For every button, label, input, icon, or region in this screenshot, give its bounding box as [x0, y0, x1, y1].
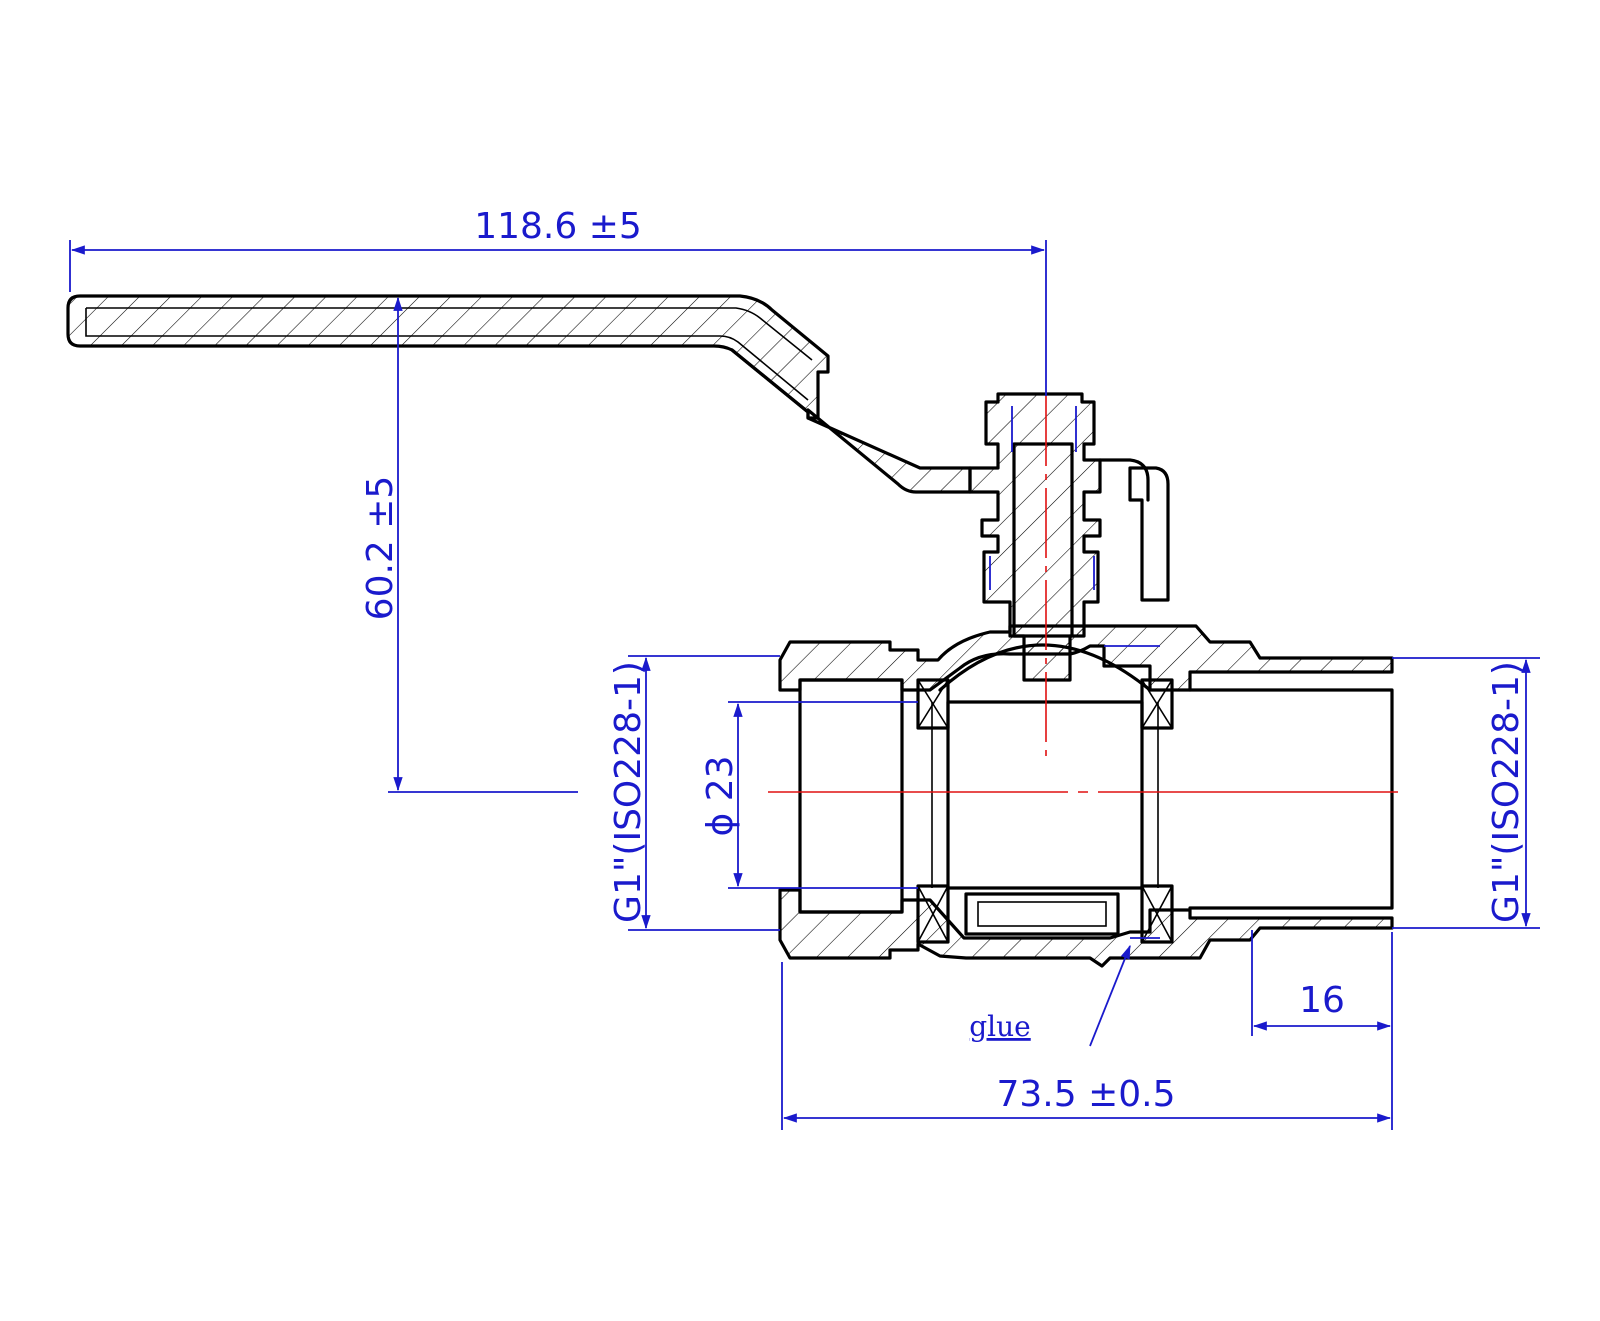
centerlines: [768, 396, 1400, 793]
dim-handle-height-label: 60.2 ±5: [360, 476, 401, 621]
dim-thread-right: G1"(ISO228-1): [1392, 657, 1540, 929]
dim-bore-label: ϕ 23: [700, 756, 741, 837]
glue-label: glue: [969, 1010, 1030, 1043]
dim-thread-left: G1"(ISO228-1): [608, 655, 780, 931]
dim-thread-length-label: 16: [1299, 980, 1345, 1021]
dim-thread-length: 16: [1251, 930, 1392, 1036]
dim-bore: ϕ 23: [700, 701, 918, 889]
dim-thread-left-label: G1"(ISO228-1): [608, 661, 649, 923]
handle-lever: [66, 294, 972, 494]
dim-handle-length: 118.6 ±5: [69, 206, 1047, 396]
dim-body-length-label: 73.5 ±0.5: [996, 1074, 1175, 1115]
dim-handle-length-label: 118.6 ±5: [474, 206, 642, 247]
dim-body-length: 73.5 ±0.5: [781, 932, 1393, 1130]
glue-callout: glue: [969, 944, 1131, 1047]
dim-handle-height: 60.2 ±5: [360, 296, 578, 793]
dim-thread-right-label: G1"(ISO228-1): [1486, 661, 1527, 923]
valve-body: [778, 624, 1394, 968]
